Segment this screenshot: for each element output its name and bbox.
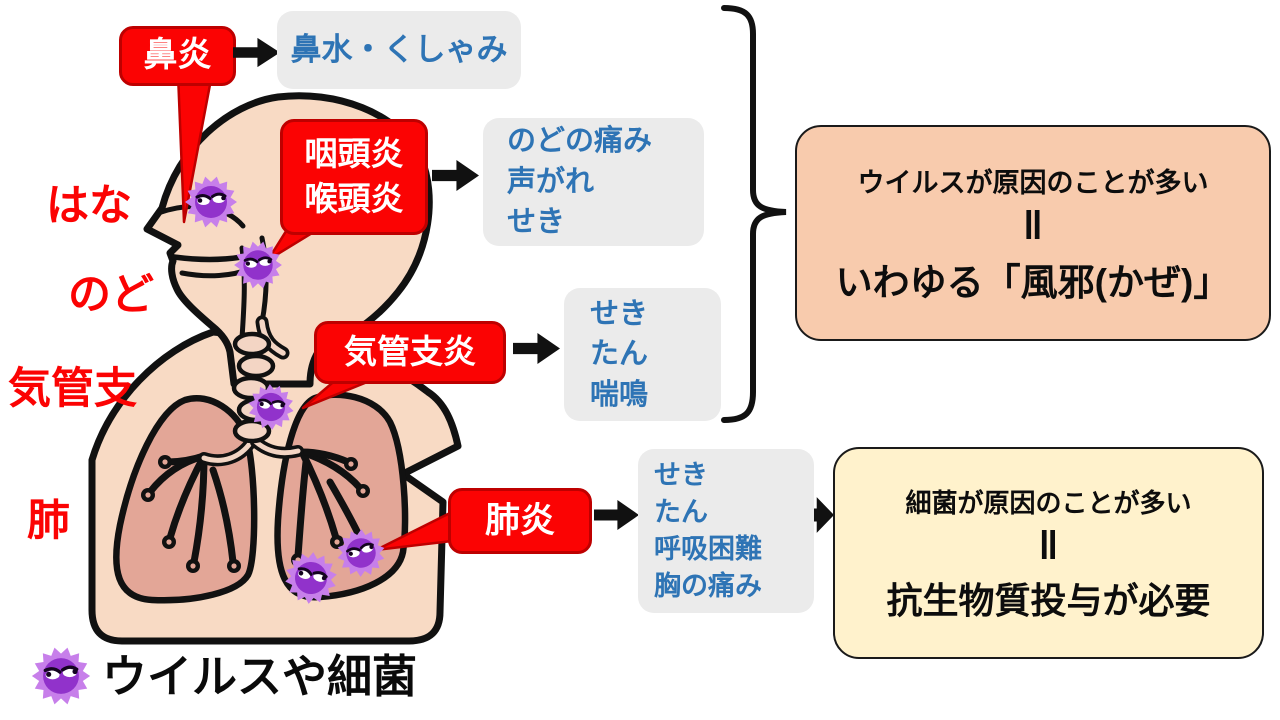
organ-label-lung: 肺: [27, 497, 70, 545]
virus-icon: [30, 645, 92, 707]
callout-pneumonia: 肺炎: [448, 488, 592, 554]
cause-box-bacterial: 細菌が原因のことが多い ‖ 抗生物質投与が必要: [833, 447, 1264, 659]
curly-brace: [721, 5, 787, 423]
left-main-bronchus-inner: [201, 439, 254, 463]
symptom-box-pneumonic: せき たん 呼吸困難 胸の痛み: [638, 449, 814, 613]
viral-conclusion-line: いわゆる「風邪(かぜ)」: [835, 261, 1231, 303]
callout-pharyngitis: 咽頭炎 喉頭炎: [280, 119, 428, 235]
callout-bronchitis: 気管支炎: [314, 321, 506, 384]
organ-label-nose: はな: [46, 182, 132, 230]
right-main-bronchus-inner: [253, 439, 301, 456]
callout-rhinitis: 鼻炎: [119, 26, 236, 86]
trachea-rings: [231, 331, 276, 444]
cause-box-viral: ウイルスが原因のことが多い ‖ いわゆる「風邪(かぜ)」: [795, 125, 1271, 341]
equals-sign: ‖: [1023, 203, 1043, 248]
symptom-box-bronchial: せき たん 喘鳴: [564, 288, 721, 421]
bacterial-conclusion-line: 抗生物質投与が必要: [886, 579, 1211, 621]
organ-label-throat: のど: [68, 271, 154, 319]
symptom-box-nasal: 鼻水・くしゃみ: [277, 11, 521, 89]
bacterial-cause-line: 細菌が原因のことが多い: [905, 487, 1192, 518]
organ-label-bronchi: 気管支: [8, 365, 137, 413]
viral-cause-line: ウイルスが原因のことが多い: [857, 167, 1209, 198]
legend-label: ウイルスや細菌: [102, 650, 418, 702]
equals-sign: ‖: [1038, 523, 1059, 568]
legend: ウイルスや細菌: [30, 645, 417, 707]
symptom-box-throat: のどの痛み 声がれ せき: [483, 118, 704, 246]
